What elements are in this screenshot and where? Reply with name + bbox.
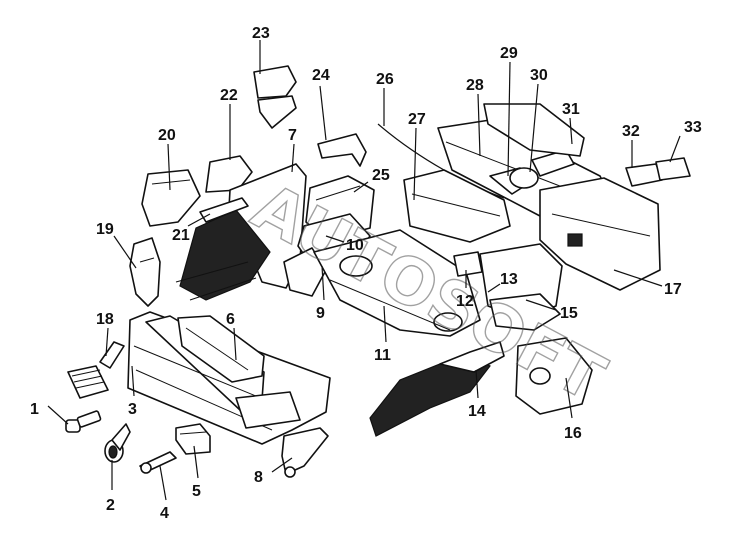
callout-1: 1: [30, 401, 39, 418]
part-4-latch-hook: [139, 451, 177, 474]
callout-28: 28: [466, 77, 484, 94]
callout-21: 21: [172, 227, 190, 244]
part-11-apron: [313, 229, 481, 337]
part-15-arch-rear: [489, 293, 561, 331]
callout-27: 27: [408, 111, 426, 128]
callout-17: 17: [664, 281, 682, 298]
part-2-horn: [104, 423, 131, 463]
part-8-mount: [281, 427, 329, 478]
callout-32: 32: [622, 123, 640, 140]
callout-33: 33: [684, 119, 702, 136]
callout-11: 11: [374, 347, 391, 364]
callout-5: 5: [192, 483, 201, 500]
part-17-right-inner-fender: [539, 177, 661, 291]
callout-31: 31: [562, 101, 580, 118]
part-6-radiator-support: [177, 315, 265, 383]
part-20-reservoir: [141, 169, 201, 227]
callout-9: 9: [316, 305, 325, 322]
callout-24: 24: [312, 67, 330, 84]
callout-4: 4: [160, 505, 169, 522]
part-33-clip: [655, 157, 691, 181]
callout-12: 12: [456, 293, 474, 310]
callout-23: 23: [252, 25, 270, 42]
callout-3: 3: [128, 401, 137, 418]
part-21-strut: [199, 197, 249, 223]
callout-26: 26: [376, 71, 394, 88]
callout-25: 25: [372, 167, 390, 184]
part-22-bracket: [205, 155, 253, 193]
callout-15: 15: [560, 305, 578, 322]
part-5-bracket: [175, 423, 211, 455]
part-1-bolt: [65, 410, 102, 433]
callout-13: 13: [500, 271, 518, 288]
part-14-rail: [369, 341, 505, 437]
callout-6: 6: [226, 311, 235, 328]
callout-8: 8: [254, 469, 263, 486]
callout-18: 18: [96, 311, 114, 328]
callout-19: 19: [96, 221, 114, 238]
callout-16: 16: [564, 425, 582, 442]
callout-29: 29: [500, 45, 518, 62]
callout-14: 14: [468, 403, 486, 420]
callout-22: 22: [220, 87, 238, 104]
callout-2: 2: [106, 497, 115, 514]
callout-20: 20: [158, 127, 176, 144]
part-16-rear-panel: [515, 337, 593, 415]
part-27-cowl-panel: [403, 169, 511, 243]
callout-labels: 1 2 3 4 5 6 7 8 9 10 11 12 13 14 15 16 1…: [30, 25, 702, 522]
callout-30: 30: [530, 67, 548, 84]
part-24-duct: [317, 133, 367, 167]
callout-7: 7: [288, 127, 297, 144]
part-23-cover: [253, 65, 297, 129]
leader-lines: [47, 40, 681, 501]
callout-10: 10: [346, 237, 364, 254]
part-9-wheelhouse: [283, 247, 327, 297]
part-19-side-panel: [129, 237, 161, 307]
part-18-headlamp: [67, 341, 125, 399]
